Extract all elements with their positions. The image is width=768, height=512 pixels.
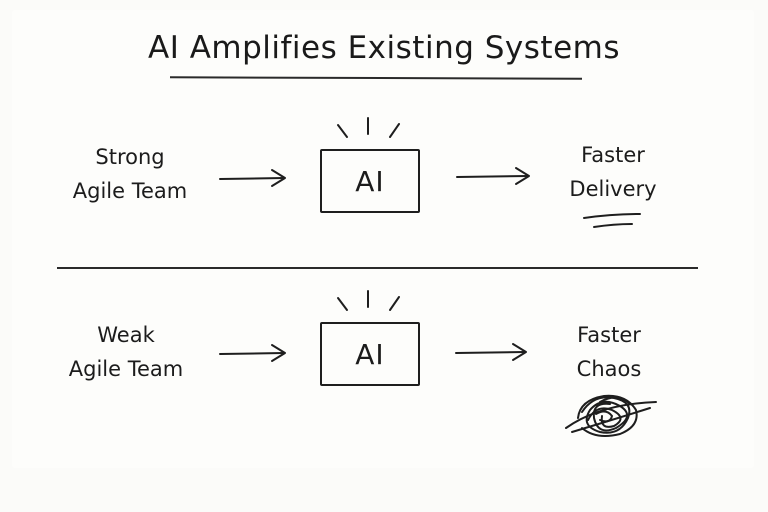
diagram-title: AI Amplifies Existing Systems (147, 30, 620, 66)
row1-ai-box: AI (320, 149, 420, 213)
row1-input-label: Strong Agile Team (72, 145, 188, 203)
row2-ai-box: AI (320, 322, 420, 386)
row2-input-label: Weak Agile Team (68, 323, 184, 381)
whiteboard-sheet (12, 10, 754, 468)
row1-ai-label: AI (355, 164, 385, 198)
row-divider (57, 267, 698, 269)
row2-output-label: Faster Chaos (576, 323, 642, 381)
row1-output-label: Faster Delivery (569, 143, 657, 201)
row2-ai-label: AI (355, 337, 385, 371)
